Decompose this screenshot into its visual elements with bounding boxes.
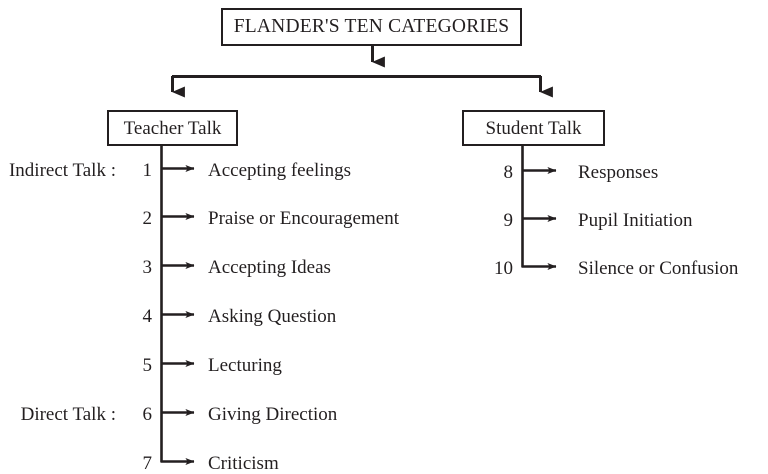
row-number-1: 1 [142, 160, 153, 181]
row-label-giving-direction: Giving Direction [208, 404, 338, 425]
row-number-5: 5 [142, 355, 153, 376]
row-label-accepting-ideas: Accepting Ideas [208, 257, 331, 278]
student-talk-label: Student Talk [485, 117, 582, 139]
teacher-talk-box: Teacher Talk [107, 110, 238, 146]
branch-distribution-bar [171, 75, 553, 98]
row-number-4: 4 [142, 306, 153, 327]
teacher-talk-label: Teacher Talk [123, 117, 222, 139]
row-number-3: 3 [142, 257, 153, 278]
row-label-silence-or-confusion: Silence or Confusion [578, 258, 739, 279]
teacher-talk-spine [160, 146, 195, 465]
student-talk-box: Student Talk [462, 110, 605, 146]
row-label-criticism: Criticism [208, 453, 279, 474]
row-number-6: 6 [142, 404, 153, 425]
row-label-pupil-initiation: Pupil Initiation [578, 210, 693, 231]
row-number-9: 9 [503, 210, 514, 231]
page-title: FLANDER'S TEN CATEGORIES [233, 16, 510, 38]
row-number-8: 8 [503, 162, 514, 183]
row-number-7: 7 [142, 453, 153, 474]
row-label-responses: Responses [578, 162, 659, 183]
diagram-title-box: FLANDER'S TEN CATEGORIES [221, 8, 522, 46]
row-label-lecturing: Lecturing [208, 355, 282, 376]
row-label-accepting-feelings: Accepting feelings [208, 160, 351, 181]
row-number-2: 2 [142, 208, 153, 229]
row-label-asking-question: Asking Question [208, 306, 337, 327]
indirect-talk-caption: Indirect Talk : [8, 160, 116, 181]
row-number-10: 10 [494, 258, 513, 279]
student-talk-spine [521, 146, 557, 270]
row-label-praise-or-encouragement: Praise or Encouragement [208, 208, 399, 229]
direct-talk-caption: Direct Talk : [20, 404, 116, 425]
